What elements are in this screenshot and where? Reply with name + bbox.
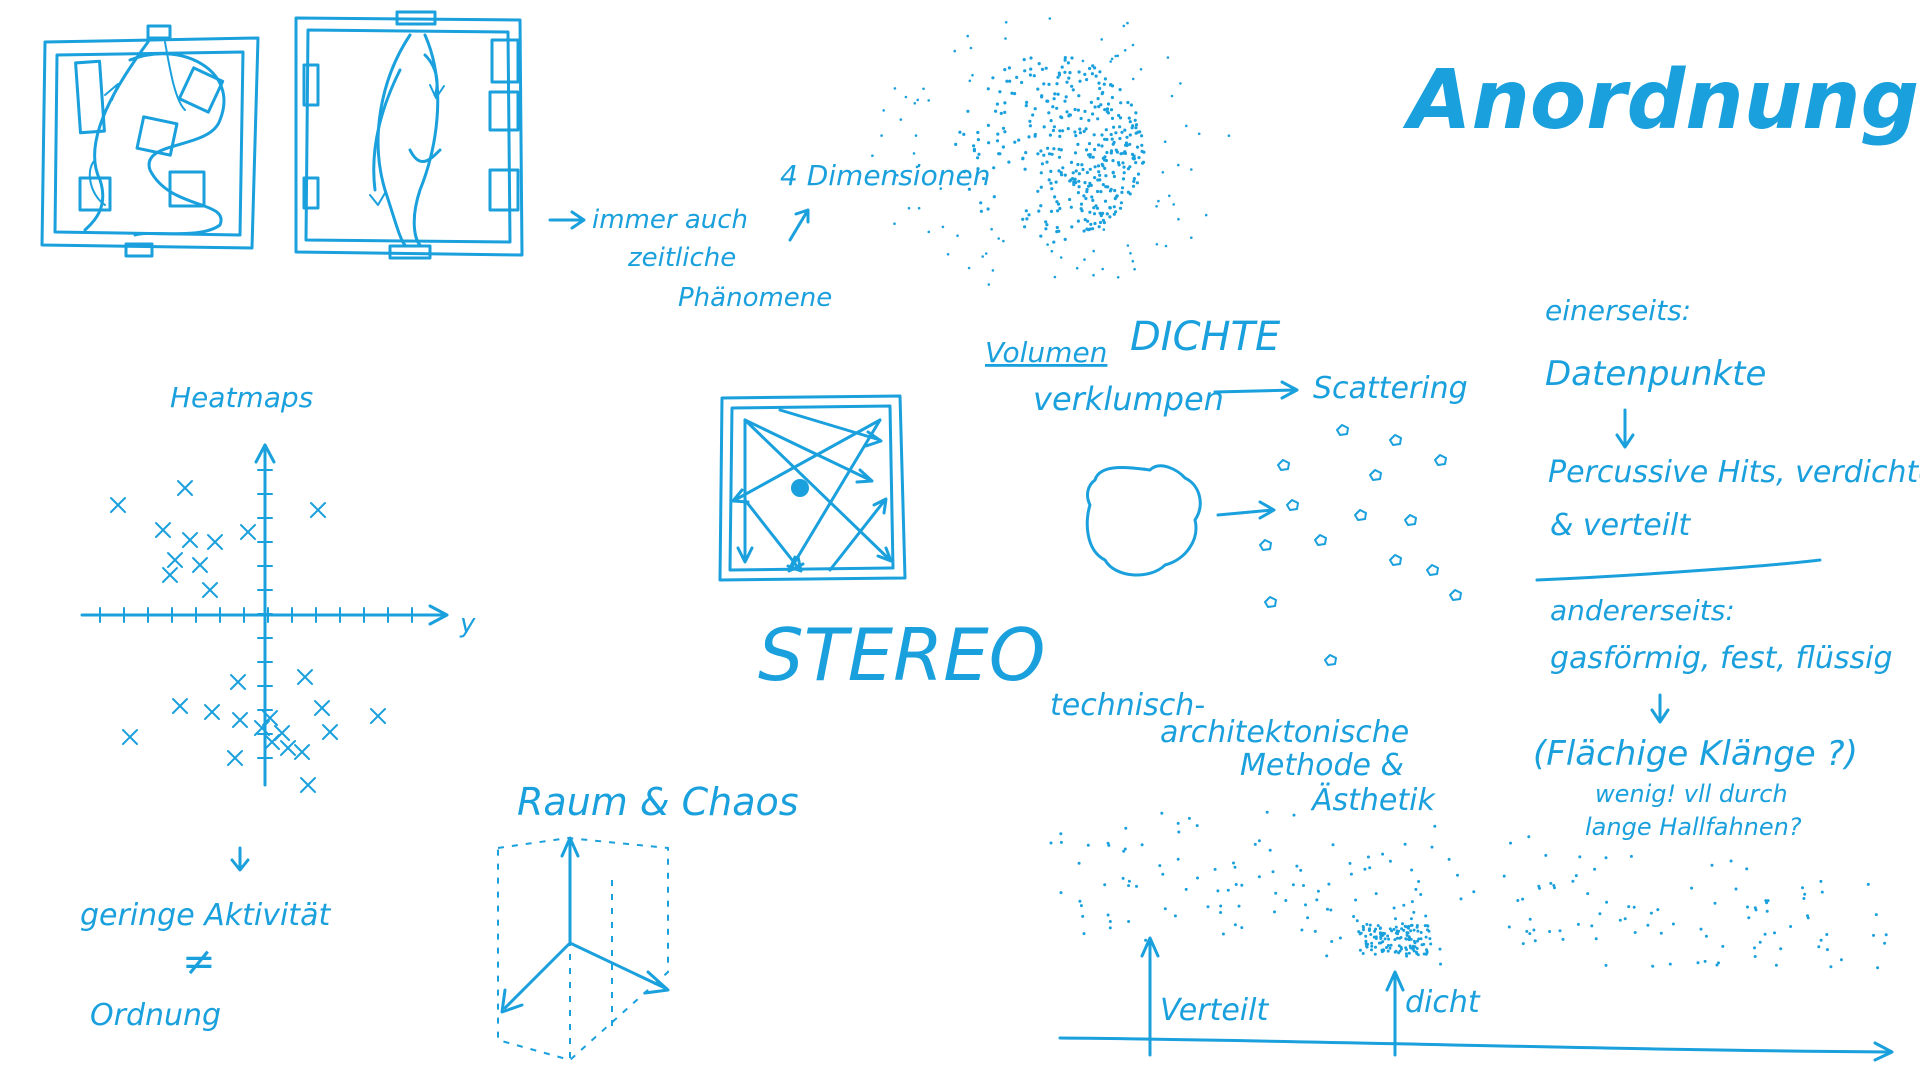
note-phaenomene: Phänomene: [678, 283, 832, 313]
architektonische-label: architektonische: [1160, 715, 1409, 750]
axis-y-label: y: [459, 609, 476, 639]
divider-line: [1535, 558, 1822, 582]
arrow-right-icon: [1213, 380, 1299, 400]
note-immer-auch: immer auch: [592, 205, 748, 235]
arrow-right-icon: [1216, 500, 1276, 520]
note-zeitliche: zeitliche: [627, 243, 736, 273]
page-title: Anordnungen: [1402, 53, 1920, 148]
gasfoermig-label: gasförmig, fest, flüssig: [1550, 641, 1893, 676]
x-scatter-plot-icon: [80, 443, 449, 793]
density-axis: [1058, 936, 1894, 1062]
methode-label: Methode &: [1240, 748, 1404, 783]
arrow-down-icon: [1650, 693, 1670, 724]
not-equal-sign: ≠: [182, 939, 216, 985]
stereo-field-icon: [718, 394, 907, 582]
dicht-axis-label: dicht: [1405, 985, 1481, 1020]
floorplan-sketch-icon: [40, 10, 524, 260]
aesthetik-label: Ästhetik: [1310, 782, 1436, 818]
stereo-label: STEREO: [758, 613, 1045, 697]
verteilt-line-label: & verteilt: [1550, 508, 1691, 543]
scattering-label: Scattering: [1313, 371, 1468, 406]
percussive-hits-label: Percussive Hits, verdichtet: [1548, 455, 1920, 490]
flaechige-klaenge-label: (Flächige Klänge ?): [1533, 734, 1858, 774]
wenig-label: wenig! vll durch: [1595, 780, 1788, 808]
geringe-aktivitaet-label: geringe Aktivität: [80, 898, 331, 933]
volumen-label: Volumen: [985, 336, 1107, 369]
datenpunkte-label: Datenpunkte: [1545, 354, 1766, 394]
technisch-label: technisch-: [1050, 688, 1205, 723]
dichte-label: DICHTE: [1130, 314, 1281, 360]
andererseits-label: andererseits:: [1550, 594, 1735, 627]
arrow-down-icon: [1615, 408, 1635, 449]
dotted-sphere-icon: [871, 17, 1231, 286]
heatmaps-label: Heatmaps: [170, 381, 313, 414]
einerseits-label: einerseits:: [1545, 294, 1691, 327]
verklumpen-label: verklumpen: [1033, 380, 1224, 418]
ordnung-label: Ordnung: [90, 998, 221, 1033]
scattered-particles-icon: [1259, 424, 1462, 666]
arrow-right-icon: [548, 210, 586, 230]
lange-hallfahnen-label: lange Hallfahnen?: [1585, 813, 1802, 841]
verteilt-axis-label: Verteilt: [1160, 993, 1269, 1028]
density-cloud-icon: [1049, 810, 1888, 970]
clump-blob-icon: [1085, 464, 1202, 577]
3d-axes-cube-icon: [497, 836, 670, 1062]
note-4-dimensionen: 4 Dimensionen: [780, 159, 991, 192]
arrow-down-icon: [230, 846, 250, 872]
raum-chaos-label: Raum & Chaos: [517, 780, 799, 824]
arrow-up-right-icon: [788, 208, 810, 242]
